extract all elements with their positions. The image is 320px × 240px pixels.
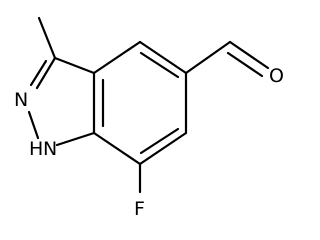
bond-c3-n2	[35, 56, 57, 90]
bond-cho-o	[228, 40, 270, 70]
molecule-drawing: N N H F O	[14, 16, 284, 220]
bond-c4-c5	[138, 40, 188, 75]
atom-label-h1: H	[29, 138, 43, 160]
bond-c3-c3a	[53, 56, 96, 75]
bond-n1-c7a	[55, 131, 96, 147]
atom-label-n1: N	[43, 138, 57, 160]
bond-c3a-c4	[92, 40, 142, 75]
structure-diagram: N N H F O	[14, 16, 284, 220]
bond-c7-c7a	[92, 131, 142, 166]
bond-methyl-c3	[37, 16, 57, 60]
bond-c4-c5-inner	[139, 51, 180, 79]
bond-c6-c7	[138, 131, 188, 166]
atom-label-o: O	[269, 65, 284, 87]
bond-c3-n2-inner	[29, 59, 48, 87]
bond-cho-o-inner	[226, 51, 264, 78]
atom-label-n2: N	[14, 89, 28, 111]
bond-c6-c7-inner	[139, 127, 180, 155]
atom-label-f: F	[134, 198, 145, 220]
bond-c5-cho	[184, 40, 232, 75]
bond-n2-n1	[27, 110, 40, 140]
